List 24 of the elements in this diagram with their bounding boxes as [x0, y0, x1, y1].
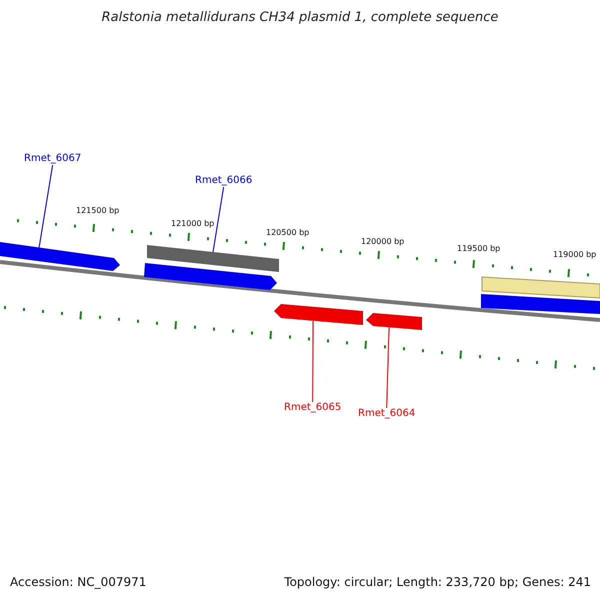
- accession-note: Accession: NC_007971: [10, 576, 146, 588]
- reverse-gene-feature: [366, 313, 422, 330]
- scale-label: 121000 bp: [171, 220, 214, 228]
- leader-line: [38, 164, 54, 248]
- gene-label: Rmet_6064: [358, 409, 416, 419]
- gene-label: Rmet_6065: [284, 403, 342, 413]
- leader-line: [312, 320, 314, 402]
- gene-segment: [147, 245, 279, 272]
- scale-label: 119000 bp: [553, 251, 596, 259]
- scale-label: 121500 bp: [76, 207, 120, 215]
- title: Ralstonia metallidurans CH34 plasmid 1, complete sequence: [100, 11, 500, 24]
- gene-label: Rmet_6066: [195, 176, 252, 186]
- scale-label: 119500 bp: [457, 245, 500, 253]
- forward-gene-feature: [144, 263, 277, 290]
- leader-line: [386, 326, 390, 408]
- forward-gene-feature: [0, 242, 120, 271]
- leader-line: [212, 186, 224, 252]
- gene-segment: [482, 276, 600, 299]
- gene-label: Rmet_6067: [24, 154, 82, 164]
- scale-label: 120500 bp: [266, 229, 310, 237]
- summary-note: Topology: circular; Length: 233,720 bp; Genes: 241: [284, 576, 591, 588]
- gene-segment: [481, 294, 600, 314]
- scale-label: 120000 bp: [361, 238, 404, 246]
- reverse-gene-feature: [274, 304, 363, 325]
